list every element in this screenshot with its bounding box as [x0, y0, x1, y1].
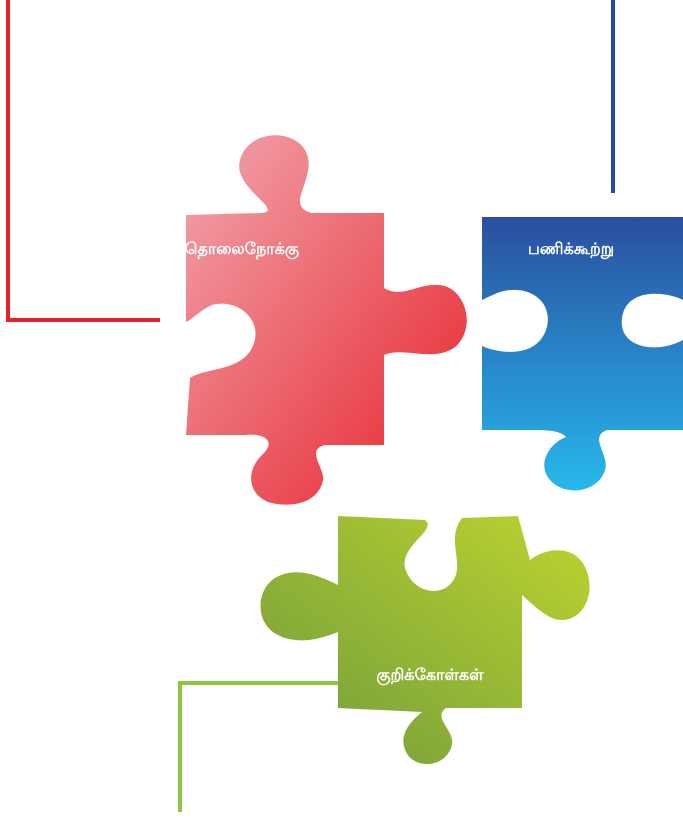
- green-connector-line: [178, 681, 340, 812]
- red-connector-line: [6, 0, 160, 322]
- mission-puzzle-piece: [482, 217, 683, 491]
- vision-label: தொலைநோக்கு: [185, 239, 299, 260]
- goals-puzzle-piece: [260, 516, 590, 765]
- goals-label: குறிக்கோள்கள்: [376, 665, 484, 686]
- vision-puzzle-piece: [186, 135, 467, 505]
- mission-label: பணிக்கூற்று: [528, 239, 614, 259]
